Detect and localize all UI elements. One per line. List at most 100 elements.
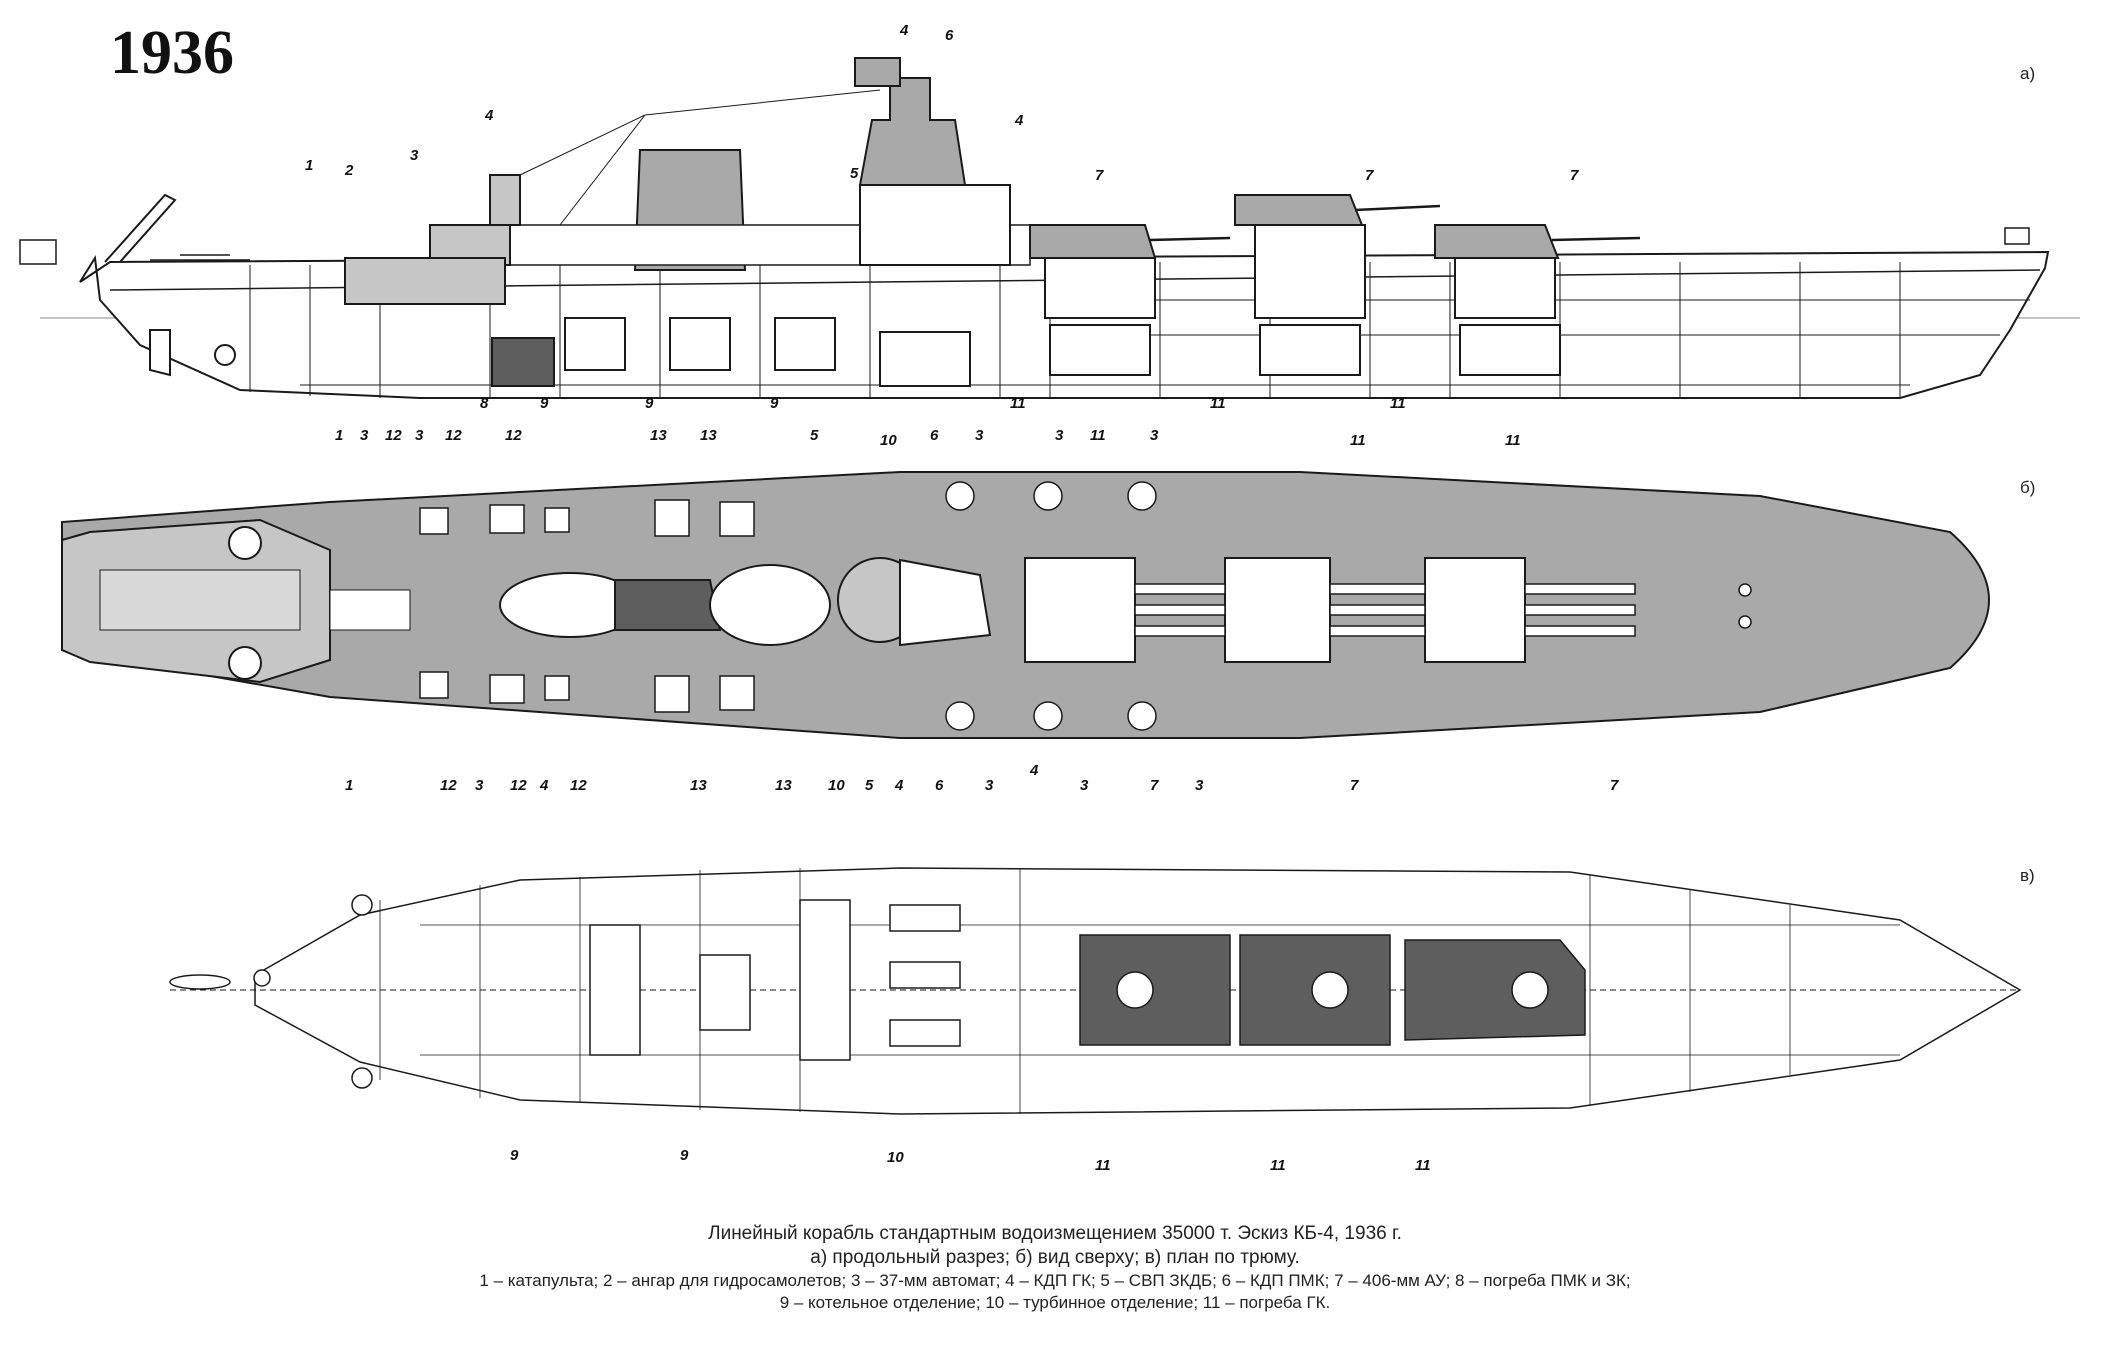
- callout-top-lower-17: 3: [1195, 777, 1204, 794]
- callout-side-21: 11: [1390, 395, 1406, 412]
- callout-side-5: 4: [899, 22, 909, 39]
- callout-side-2: 2: [344, 162, 354, 179]
- turret-2-top: [1224, 557, 1331, 663]
- callout-top-upper-3: 12: [385, 427, 402, 444]
- callout-hold-4: 11: [1095, 1157, 1111, 1174]
- callout-top-upper-5: 12: [445, 427, 462, 444]
- hold-magazine-1: [1079, 934, 1231, 1046]
- callout-top-lower-8: 13: [775, 777, 792, 794]
- callout-top-lower-9: 10: [828, 777, 845, 794]
- hold-magazine-3: [1404, 939, 1586, 1041]
- callout-top-lower-10: 5: [865, 777, 874, 794]
- turret-3-top: [1424, 557, 1526, 663]
- callout-side-19: 11: [1210, 395, 1226, 412]
- callout-top-upper-9: 5: [810, 427, 819, 444]
- callout-top-lower-16: 7: [1150, 777, 1159, 794]
- view-label-a: а): [2020, 64, 2036, 83]
- callout-top-lower-19: 7: [1610, 777, 1619, 794]
- callout-side-1: 1: [305, 157, 313, 174]
- callout-side-3: 3: [410, 147, 419, 164]
- callout-top-lower-5: 4: [539, 777, 549, 794]
- top-view: [61, 471, 1990, 739]
- callout-hold-1: 9: [510, 1147, 519, 1164]
- forward-superstructure: [859, 184, 1011, 266]
- view-label-b: б): [2020, 478, 2036, 497]
- callout-top-upper-7: 13: [650, 427, 667, 444]
- callout-top-lower-3: 3: [475, 777, 484, 794]
- callout-top-lower-18: 7: [1350, 777, 1359, 794]
- callout-top-upper-11: 3: [975, 427, 984, 444]
- callout-top-lower-4: 12: [510, 777, 527, 794]
- caption-legend-2: 9 – котельное отделение; 10 – турбинное …: [779, 1293, 1331, 1312]
- callout-top-upper-13: 3: [1150, 427, 1159, 444]
- main-magazine-2: [1259, 324, 1361, 376]
- callout-top-upper-6: 12: [505, 427, 522, 444]
- turret-2: [1234, 194, 1364, 226]
- callout-top-lower-11: 4: [894, 777, 904, 794]
- callout-top-lower-14: 3: [1080, 777, 1089, 794]
- turbine-room: [879, 331, 971, 387]
- callout-side-10: 7: [1365, 167, 1374, 184]
- funnel-top: [614, 579, 722, 631]
- hold-plan: [169, 867, 2022, 1115]
- callout-top-lower-1: 1: [345, 777, 353, 794]
- main-magazine-1: [1049, 324, 1151, 376]
- callout-side-15: 9: [770, 395, 779, 412]
- main-magazine-3: [1459, 324, 1561, 376]
- aircraft-crane: [104, 193, 177, 263]
- callout-side-6: 6: [945, 27, 954, 44]
- callout-side-14: 9: [645, 395, 654, 412]
- callout-top-upper-10: 6: [930, 427, 939, 444]
- turret-3: [1434, 224, 1560, 259]
- callout-side-4: 4: [484, 107, 494, 124]
- callout-side-11: 7: [1570, 167, 1579, 184]
- callout-side-12: 8: [480, 395, 489, 412]
- bow-flag: [2004, 227, 2030, 245]
- callout-top-upper-8: 13: [700, 427, 717, 444]
- stern-flag: [19, 239, 57, 265]
- callout-side-8: 5: [850, 165, 859, 182]
- boiler-room-2: [669, 317, 731, 371]
- callout-hold-3: 10: [887, 1149, 904, 1166]
- callout-top-lower-13: 3: [985, 777, 994, 794]
- caption-views: а) продольный разрез; б) вид сверху; в) …: [810, 1247, 1300, 1268]
- callout-top-upper-4: 3: [415, 427, 424, 444]
- callout-top-lower-2: 12: [440, 777, 457, 794]
- seaplane-1: [150, 254, 250, 261]
- callout-side-16: 10: [880, 432, 897, 449]
- callout-top-lower-12: 6: [935, 777, 944, 794]
- secondary-magazine: [491, 337, 555, 387]
- conning-tower: [858, 77, 967, 186]
- year-heading: 1936: [110, 19, 234, 87]
- callout-top-upper-1: 1: [335, 427, 343, 444]
- top-view-lower-callouts: 1 12 3 12 4 12 13 13 10 5 4 6 3 3 4 7 3 7 7: [345, 762, 1619, 794]
- callout-side-22: 11: [1505, 432, 1521, 449]
- callout-top-upper-12: 3: [1055, 427, 1064, 444]
- caption-title: Линейный корабль стандартным водоизмещен…: [708, 1223, 1402, 1244]
- callout-hold-2: 9: [680, 1147, 689, 1164]
- aircraft-hangar: [344, 257, 506, 305]
- callout-top-upper-2: 3: [360, 427, 369, 444]
- callout-side-20: 11: [1350, 432, 1366, 449]
- boiler-room-3: [774, 317, 836, 371]
- callout-side-17: 11: [1010, 395, 1026, 412]
- callout-top-lower-7: 13: [690, 777, 707, 794]
- turret-1: [1029, 224, 1157, 259]
- callout-hold-6: 11: [1415, 1157, 1431, 1174]
- stern-rudder: [149, 329, 171, 377]
- callout-top-lower-15: 4: [1029, 762, 1039, 779]
- turret-1-top: [1024, 557, 1136, 663]
- callout-top-lower-6: 12: [570, 777, 587, 794]
- boiler-room-1: [564, 317, 626, 371]
- figure-caption: Линейный корабль стандартным водоизмещен…: [0, 1222, 2110, 1314]
- callout-hold-5: 11: [1270, 1157, 1286, 1174]
- callout-side-13: 9: [540, 395, 549, 412]
- callout-side-7: 4: [1014, 112, 1024, 129]
- callout-side-18: 11: [1090, 427, 1106, 444]
- hold-plan-callouts: 9 9 10 11 11 11: [510, 1147, 1431, 1174]
- view-label-v: в): [2020, 866, 2035, 885]
- caption-legend-1: 1 – катапульта; 2 – ангар для гидросамол…: [479, 1271, 1631, 1290]
